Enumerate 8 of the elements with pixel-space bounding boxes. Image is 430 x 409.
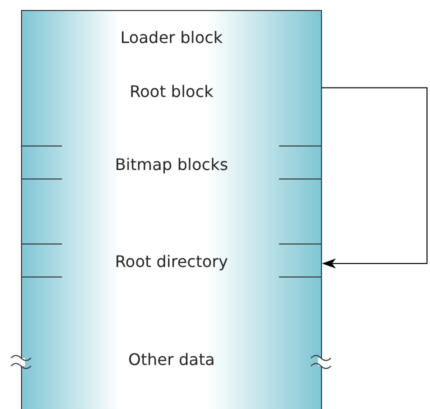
block-label: Other data	[128, 349, 215, 371]
memory-block	[21, 311, 322, 409]
block-label: Bitmap blocks	[114, 154, 228, 176]
block-label: Root block	[130, 80, 214, 102]
arrow	[322, 87, 428, 268]
block-label: Loader block	[120, 27, 223, 49]
memory-block	[21, 10, 322, 66]
block-label: Root directory	[115, 250, 228, 272]
